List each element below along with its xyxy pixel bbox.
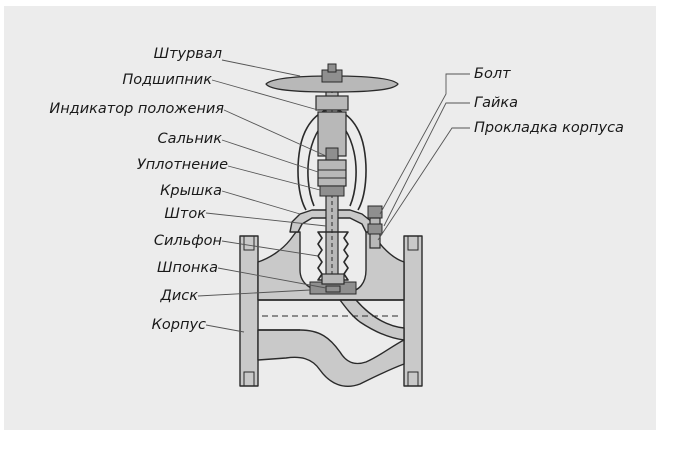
- label-bonnet: Крышка: [160, 183, 222, 199]
- leader-lines: [197, 59, 470, 333]
- label-body-gasket: Прокладка корпуса: [474, 120, 624, 136]
- label-bolt: Болт: [474, 66, 511, 82]
- label-stem: Шток: [164, 206, 206, 222]
- right-labels: Болт Гайка Прокладка корпуса: [474, 66, 624, 136]
- bolt-nut: [367, 205, 383, 249]
- label-handwheel: Штурвал: [154, 46, 222, 62]
- upper-assembly: [315, 95, 349, 197]
- label-bearing: Подшипник: [122, 72, 212, 88]
- label-key: Шпонка: [157, 260, 218, 276]
- valve-body: [239, 231, 423, 388]
- label-seal: Уплотнение: [137, 157, 228, 173]
- label-gland: Сальник: [158, 131, 223, 147]
- label-nut: Гайка: [474, 95, 518, 111]
- disc-assembly: [309, 273, 357, 295]
- label-disc: Диск: [160, 288, 199, 304]
- label-bellows: Сильфон: [154, 233, 222, 249]
- handwheel: [265, 63, 399, 93]
- label-position-indicator: Индикатор положения: [49, 101, 224, 117]
- bellows: [317, 231, 349, 281]
- label-body: Корпус: [152, 317, 206, 333]
- left-labels: Штурвал Подшипник Индикатор положения Са…: [49, 46, 228, 333]
